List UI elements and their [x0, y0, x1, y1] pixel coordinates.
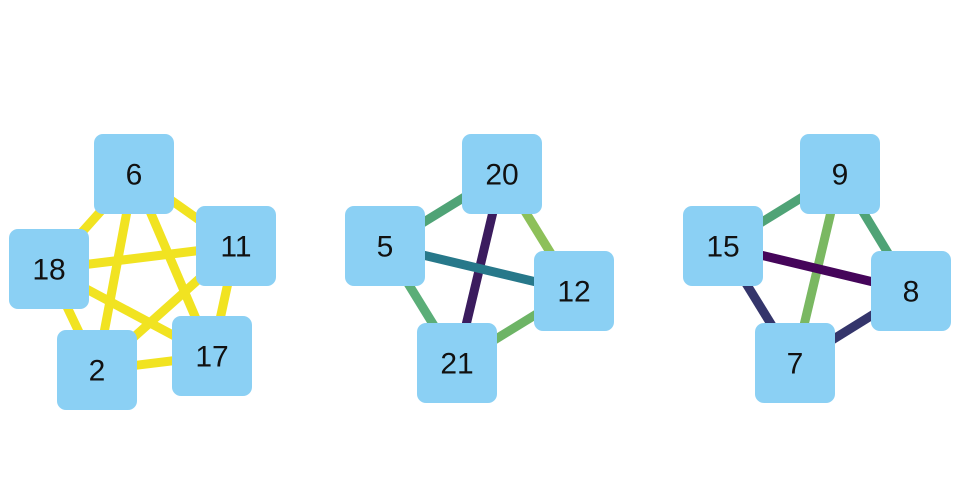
node-label-20: 20 — [485, 159, 518, 192]
node-box-2 — [57, 330, 137, 410]
node-6: 6 — [94, 134, 174, 214]
node-5: 5 — [345, 206, 425, 286]
node-label-18: 18 — [32, 254, 65, 287]
node-label-9: 9 — [832, 159, 849, 192]
node-label-2: 2 — [89, 355, 106, 388]
node-label-7: 7 — [787, 348, 804, 381]
node-box-18 — [9, 229, 89, 309]
node-box-7 — [755, 323, 835, 403]
graph-left: 6 18 11 2 17 — [9, 134, 276, 410]
graph-middle: 20 5 12 21 — [345, 134, 614, 403]
node-box-15 — [683, 206, 763, 286]
node-2: 2 — [57, 330, 137, 410]
node-label-21: 21 — [440, 348, 473, 381]
node-label-8: 8 — [903, 276, 920, 309]
node-20: 20 — [462, 134, 542, 214]
node-label-6: 6 — [126, 159, 143, 192]
node-17: 17 — [172, 316, 252, 396]
node-label-15: 15 — [706, 231, 739, 264]
graph-left-nodes: 6 18 11 2 17 — [9, 134, 276, 410]
node-box-5 — [345, 206, 425, 286]
node-15: 15 — [683, 206, 763, 286]
node-box-20 — [462, 134, 542, 214]
graph-right: 9 15 8 7 — [683, 134, 951, 403]
node-box-6 — [94, 134, 174, 214]
node-box-9 — [800, 134, 880, 214]
node-21: 21 — [417, 323, 497, 403]
node-label-12: 12 — [557, 276, 590, 309]
node-label-5: 5 — [377, 231, 394, 264]
node-box-17 — [172, 316, 252, 396]
node-12: 12 — [534, 251, 614, 331]
node-11: 11 — [196, 206, 276, 286]
node-box-8 — [871, 251, 951, 331]
node-box-12 — [534, 251, 614, 331]
node-box-11 — [196, 206, 276, 286]
node-9: 9 — [800, 134, 880, 214]
node-label-11: 11 — [220, 231, 251, 264]
node-label-17: 17 — [195, 341, 228, 374]
node-18: 18 — [9, 229, 89, 309]
node-7: 7 — [755, 323, 835, 403]
graph-right-nodes: 9 15 8 7 — [683, 134, 951, 403]
node-box-21 — [417, 323, 497, 403]
node-8: 8 — [871, 251, 951, 331]
graph-middle-nodes: 20 5 12 21 — [345, 134, 614, 403]
